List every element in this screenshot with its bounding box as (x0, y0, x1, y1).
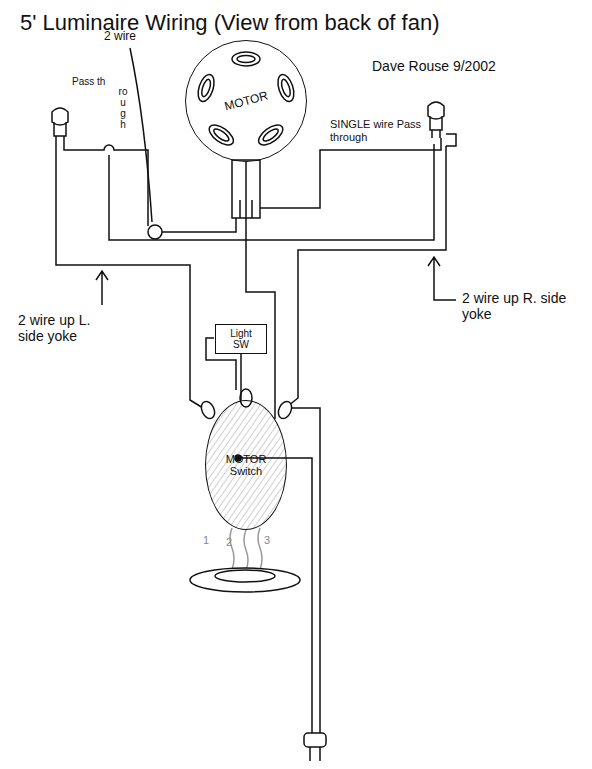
light-switch-box: Light SW (215, 324, 267, 354)
wire-note: Pass th (72, 76, 105, 88)
callout-number: 3 (264, 534, 270, 547)
switch-terminal (240, 389, 252, 407)
yoke-note: 2 wire up L. side yoke (18, 312, 110, 344)
node-text: MOTOR Switch (218, 453, 274, 477)
motor-pole (232, 52, 260, 66)
pull-chain-base (215, 570, 275, 582)
motor-pole (280, 78, 292, 97)
switch-terminal (199, 399, 217, 420)
plug (304, 733, 326, 747)
wire-note: 2 wire (104, 30, 136, 44)
wire-note: SINGLE wire Pass through (330, 118, 430, 143)
switch-terminal (276, 399, 294, 420)
yoke-note: 2 wire up R. side yoke (462, 290, 582, 322)
wire (256, 138, 441, 218)
wire (251, 200, 253, 218)
power-cord (291, 408, 320, 735)
plug-prong (310, 747, 320, 761)
lamp-socket (428, 102, 456, 146)
pull-chain-wire (230, 528, 262, 570)
wires (52, 48, 456, 761)
wire (56, 144, 203, 408)
wire-path (240, 354, 242, 401)
motor-pole (275, 73, 297, 104)
motor-circle: MOTOR (185, 40, 307, 162)
motor-pole (195, 73, 217, 104)
node-text: MOTOR (223, 88, 270, 113)
wire (206, 338, 236, 390)
motor-pole (206, 121, 237, 149)
node-text: Light SW (221, 328, 261, 350)
pull-chain-base (190, 568, 300, 592)
author-date: Dave Rouse 9/2002 (372, 58, 496, 74)
wire (109, 144, 434, 240)
leader-arrow (96, 271, 108, 305)
wire-splice (148, 225, 162, 239)
wire (162, 218, 236, 232)
diagram-title: 5' Luminaire Wiring (View from back of f… (20, 10, 440, 35)
switch-body (205, 400, 287, 530)
wire-note: rough (118, 86, 128, 130)
motor-pole (200, 78, 212, 97)
lamp-socket (52, 108, 68, 144)
motor-poles (195, 52, 297, 149)
wire (288, 146, 446, 406)
motor-pole (237, 56, 255, 63)
callout-number: 1 (203, 534, 209, 547)
motor-pole (212, 127, 231, 143)
wire-path (246, 162, 275, 419)
leader-arrow (428, 257, 456, 300)
callout-number: 2 (226, 536, 232, 549)
wire-connector (241, 354, 242, 401)
motor-pole (255, 121, 286, 149)
power-cord (241, 458, 312, 735)
wire (64, 144, 148, 226)
wire-connector (246, 162, 275, 419)
motor-pole (261, 127, 280, 143)
leader-line (130, 48, 152, 222)
motor-switch-oval: MOTOR Switch (205, 400, 287, 530)
wire (239, 200, 241, 218)
